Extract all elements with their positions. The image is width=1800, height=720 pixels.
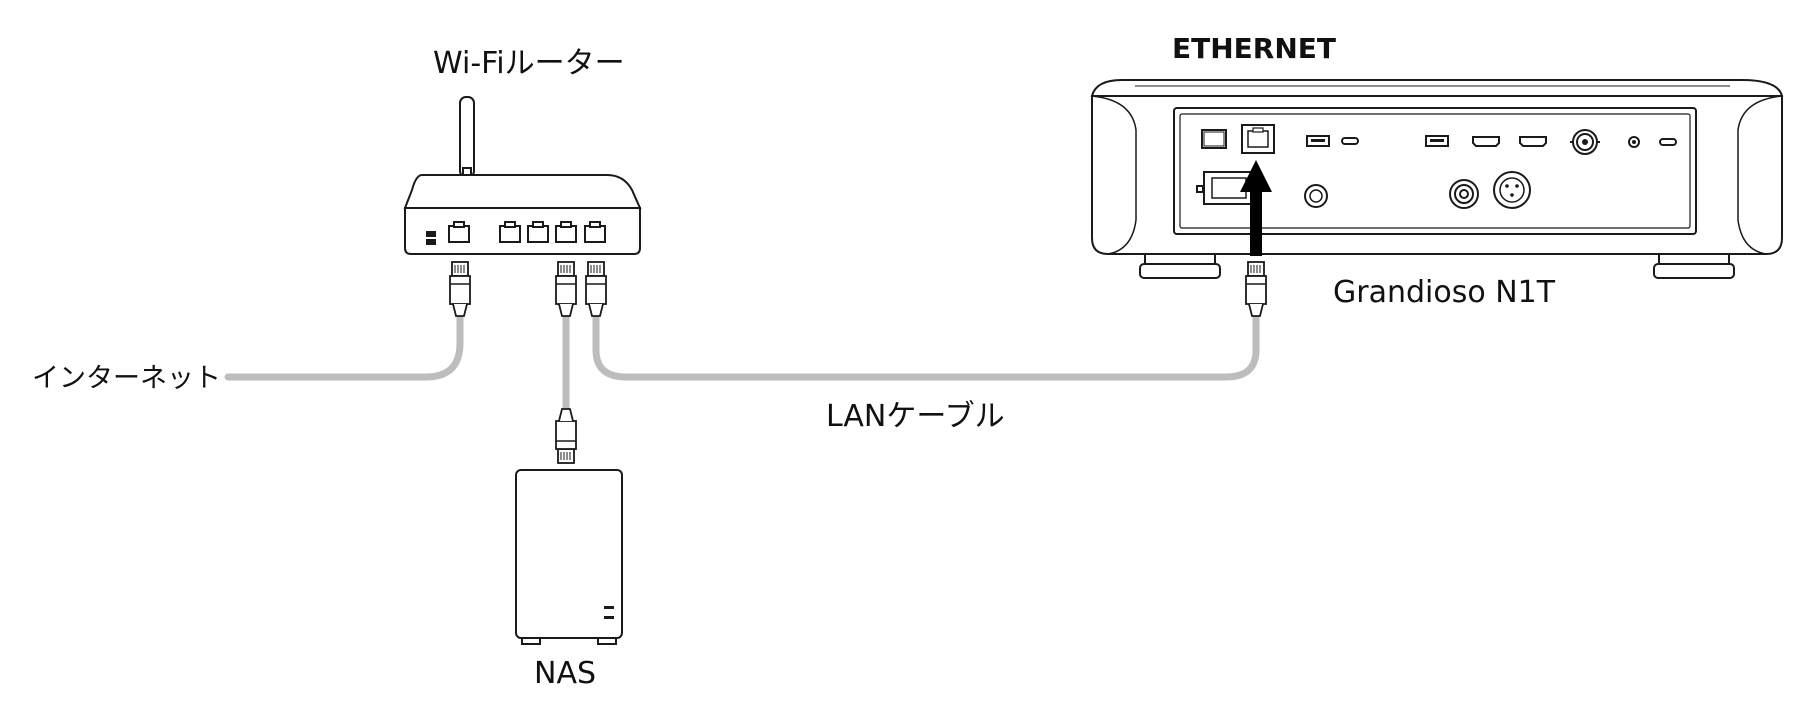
router-nas-connector <box>555 261 577 317</box>
nas-led <box>604 606 614 609</box>
grandioso-device <box>1090 79 1784 279</box>
bnc-port <box>1570 129 1600 155</box>
device-foot <box>1653 263 1735 279</box>
internet-cable <box>224 308 464 381</box>
router-top <box>403 174 642 209</box>
hdmi-port <box>1519 136 1547 147</box>
optical-port <box>1201 129 1227 149</box>
usb-c-port <box>1659 138 1677 146</box>
router-wan-connector <box>449 261 471 317</box>
power-inlet <box>1196 171 1262 205</box>
router-label: Wi-Fiルーター <box>433 46 625 81</box>
coaxial-port <box>1449 179 1479 209</box>
lan-cable <box>592 308 1260 381</box>
device-label: Grandioso N1T <box>1333 275 1556 310</box>
ethernet-label: ETHERNET <box>1172 32 1336 65</box>
xlr-port <box>1493 171 1531 209</box>
device-top <box>1090 79 1784 97</box>
internet-label: インターネット <box>32 363 221 394</box>
nas-label: NAS <box>534 656 596 691</box>
connection-arrow <box>1240 160 1272 256</box>
router-lan-port <box>584 221 606 243</box>
router-lan-port <box>499 221 521 243</box>
nas-led <box>604 616 614 619</box>
router-lan-port <box>555 221 577 243</box>
router-led <box>426 239 436 245</box>
device-rear-panel <box>1173 107 1697 235</box>
nas-foot <box>597 637 617 645</box>
device-foot <box>1658 253 1730 265</box>
router-antenna <box>459 96 475 178</box>
router-lan-port <box>527 221 549 243</box>
ethernet-port <box>1241 124 1275 154</box>
router-led <box>426 231 436 237</box>
router-lan-connector <box>585 261 607 317</box>
nas-body <box>515 469 623 639</box>
device-lan-connector <box>1245 261 1267 317</box>
usb-c-port <box>1341 137 1359 145</box>
cables <box>224 308 1260 414</box>
nas-foot <box>521 637 541 645</box>
wifi-router <box>403 96 642 255</box>
lan-cable-label: LANケーブル <box>826 399 1005 434</box>
device-foot <box>1139 263 1221 279</box>
device-foot <box>1144 253 1216 265</box>
nas-device <box>515 469 623 645</box>
nas-connector <box>555 408 577 464</box>
router-wan-port <box>448 221 470 243</box>
hdmi-port <box>1472 136 1500 147</box>
